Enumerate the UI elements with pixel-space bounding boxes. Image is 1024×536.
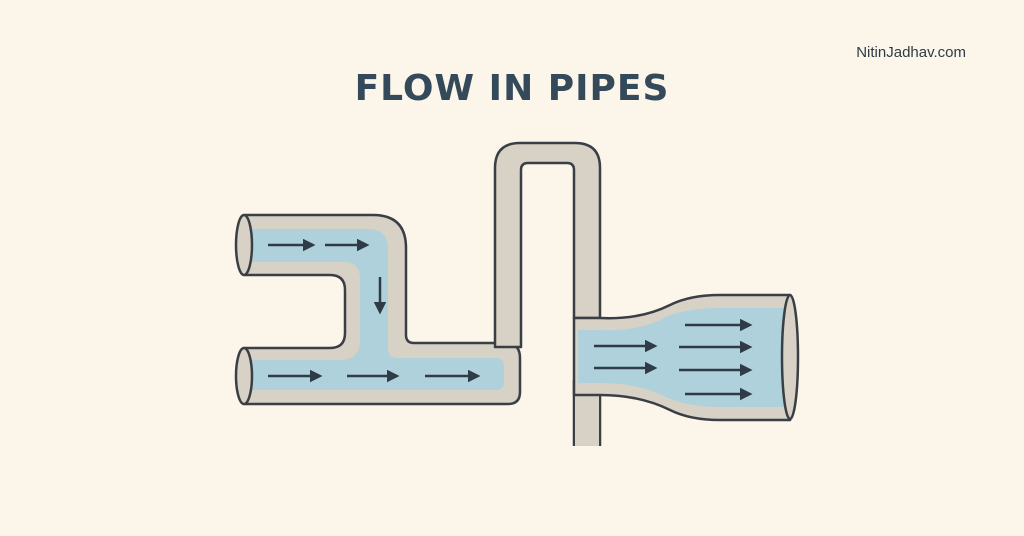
- inverted-u-pipe: [493, 141, 602, 349]
- lower-inlet-opening: [234, 346, 254, 406]
- outlet-opening: [780, 293, 800, 421]
- diagram-title: FLOW IN PIPES: [354, 68, 670, 109]
- flow-arrows: [268, 238, 753, 401]
- right-expanding-pipe: [572, 293, 800, 446]
- left-pipe-water: [250, 229, 504, 390]
- expanding-pipe-water: [578, 308, 788, 407]
- upper-inlet-opening: [234, 213, 254, 277]
- u-pipe-wall: [493, 141, 602, 349]
- watermark-text: NitinJadhav.com: [856, 44, 966, 61]
